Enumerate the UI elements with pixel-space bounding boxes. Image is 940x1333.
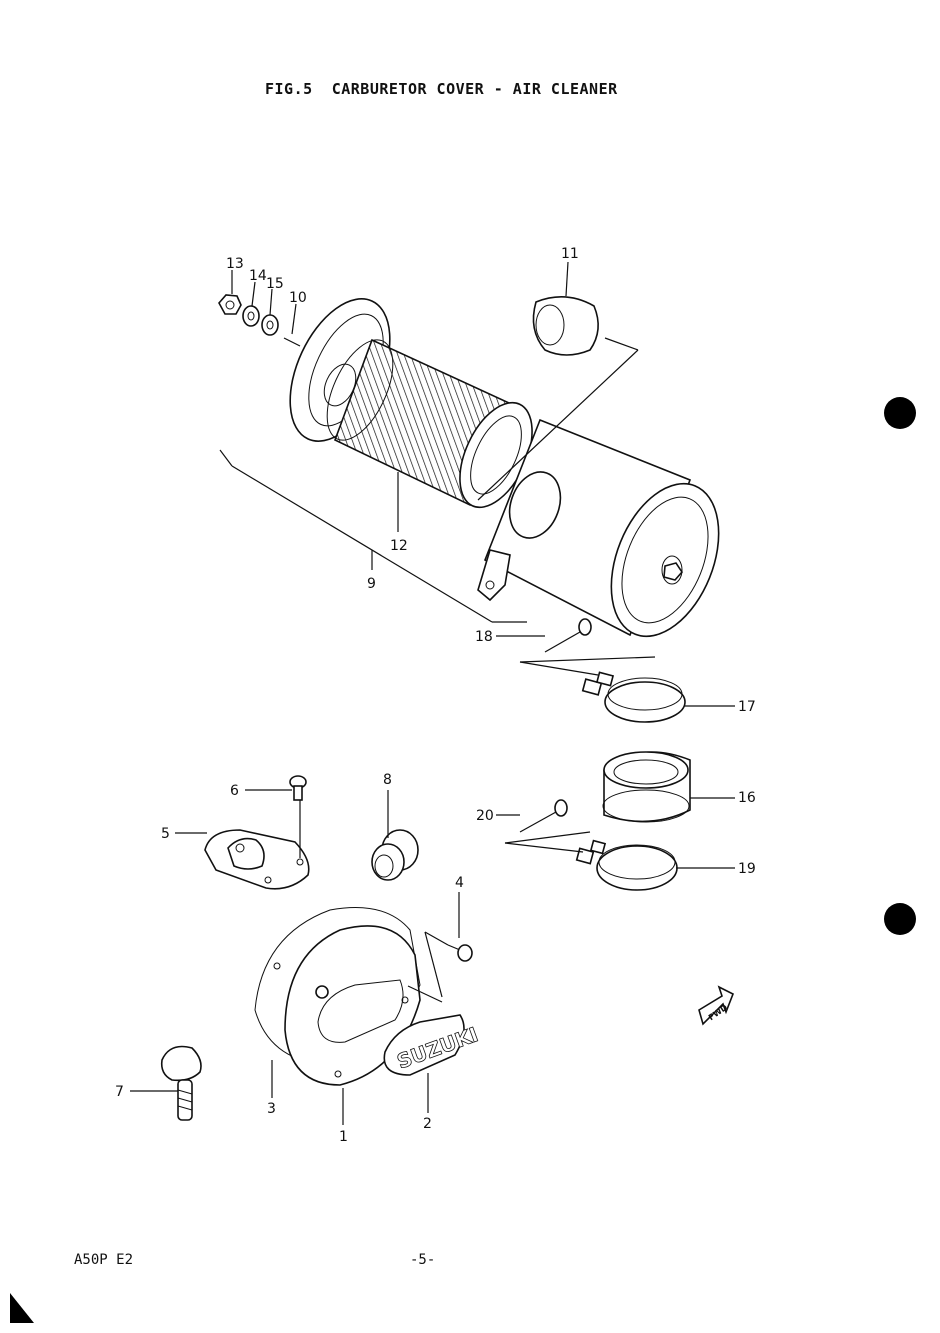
callout-4: 4 [455,875,464,891]
punch-hole [884,397,916,429]
callout-5: 5 [161,826,170,842]
part-16-connector [602,751,691,823]
part-14-washer [242,305,260,327]
callout-17: 17 [738,699,756,715]
part-12-filter-element [326,338,533,509]
part-4-screw [447,944,473,962]
callout-10: 10 [289,290,307,306]
binder-marks [10,397,916,1323]
part-11-grommet [532,296,599,356]
part-7-bolt [160,1045,202,1121]
leader-lines [130,261,735,1125]
part-20-screw [519,799,568,833]
footer-page-number: -5- [410,1252,436,1268]
callout-12: 12 [390,538,408,554]
callout-numbers: 13 14 15 10 11 12 9 18 17 16 19 20 6 5 8… [115,246,756,1145]
callout-2: 2 [423,1116,432,1132]
callout-13: 13 [226,256,244,272]
callout-11: 11 [561,246,579,262]
callout-7: 7 [115,1084,124,1100]
callout-16: 16 [738,790,756,806]
part-17-clamp [581,671,686,723]
callout-15: 15 [266,276,284,292]
part-6-screw [289,775,307,801]
callout-6: 6 [230,783,239,799]
callout-18: 18 [475,629,493,645]
callout-3: 3 [267,1101,276,1117]
part-19-clamp [575,839,678,891]
part-8-plug [371,829,419,881]
part-15-washer [261,314,279,336]
part-18-screw [544,618,592,653]
footer-model-code: A50P E2 [74,1252,134,1268]
callout-14: 14 [249,268,267,284]
callout-20: 20 [476,808,494,824]
part-5-plate [204,829,310,890]
callout-9: 9 [367,576,376,592]
part-9-air-cleaner-case [477,418,720,638]
punch-hole [884,903,916,935]
fwd-arrow-icon: FWD [698,985,735,1026]
part-1-carburetor-cover [284,925,421,1086]
corner-mark [10,1293,34,1323]
part-13-nut [218,294,242,315]
callout-8: 8 [383,772,392,788]
figure-title: FIG.5 CARBURETOR COVER - AIR CLEANER [265,80,618,98]
callout-1: 1 [339,1129,348,1145]
callout-19: 19 [738,861,756,877]
